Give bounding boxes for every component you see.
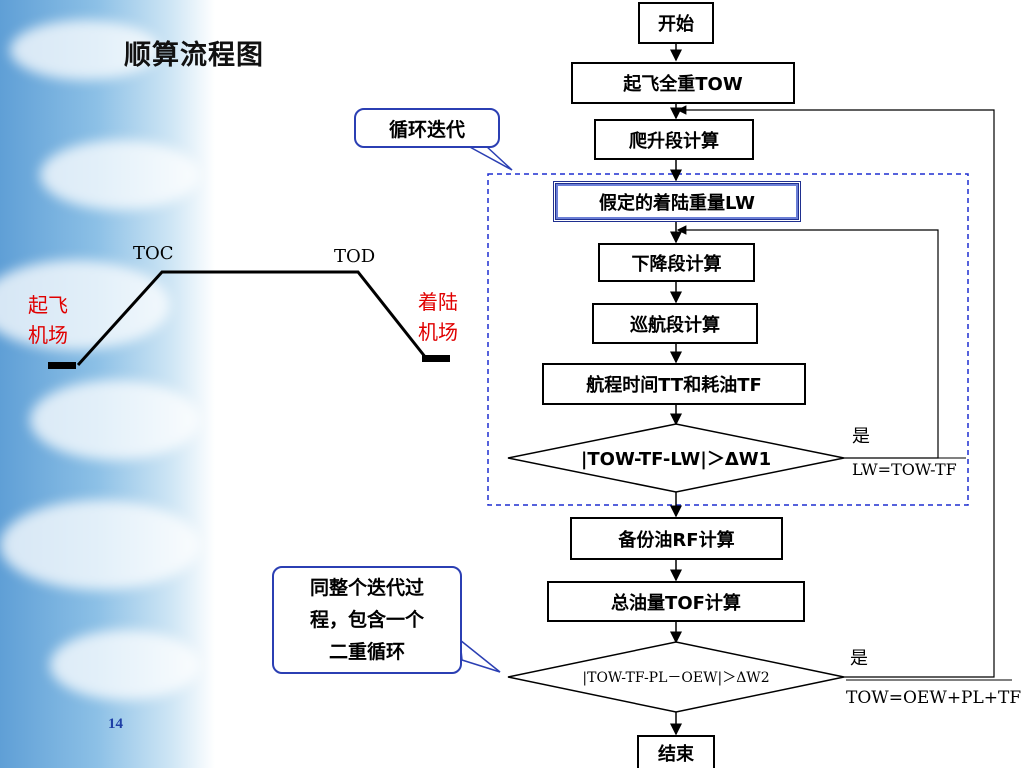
yes-label-1: 是 xyxy=(852,426,870,447)
reserve-fuel-box: 备份油RF计算 xyxy=(570,517,783,560)
sky-background xyxy=(0,0,215,768)
decision-2-text: |TOW-TF-PL－OEW|＞ΔW2 xyxy=(582,670,770,686)
total-fuel-box: 总油量TOF计算 xyxy=(547,581,805,622)
page-number: 14 xyxy=(108,716,123,732)
assumed-landing-weight-box: 假定的着陆重量LW xyxy=(553,181,801,222)
landing-runway xyxy=(422,355,450,362)
iteration-callout: 循环迭代 xyxy=(354,108,500,148)
landing-airport-label: 着陆 机场 xyxy=(418,290,458,344)
tow-update-label: TOW=OEW+PL+TF xyxy=(846,688,1022,708)
start-node: 开始 xyxy=(638,2,714,44)
cruise-box: 巡航段计算 xyxy=(592,303,758,344)
takeoff-runway xyxy=(48,362,76,369)
climb-box: 爬升段计算 xyxy=(594,119,754,160)
lw-update-label: LW=TOW-TF xyxy=(852,460,957,479)
takeoff-weight-box: 起飞全重TOW xyxy=(571,62,795,104)
toc-label: TOC xyxy=(133,243,174,264)
tod-label: TOD xyxy=(334,246,376,267)
takeoff-airport-label: 起飞 机场 xyxy=(28,293,68,347)
time-fuel-box: 航程时间TT和耗油TF xyxy=(542,363,806,405)
end-node: 结束 xyxy=(637,735,715,768)
flight-profile-line xyxy=(76,270,428,367)
descent-box: 下降段计算 xyxy=(598,243,755,282)
yes-label-2: 是 xyxy=(850,648,868,669)
decision-1-text: |TOW-TF-LW|＞ΔW1 xyxy=(580,449,772,470)
nested-loop-callout: 同整个迭代过 程，包含一个 二重循环 xyxy=(272,566,462,674)
page-title: 顺算流程图 xyxy=(124,40,264,71)
